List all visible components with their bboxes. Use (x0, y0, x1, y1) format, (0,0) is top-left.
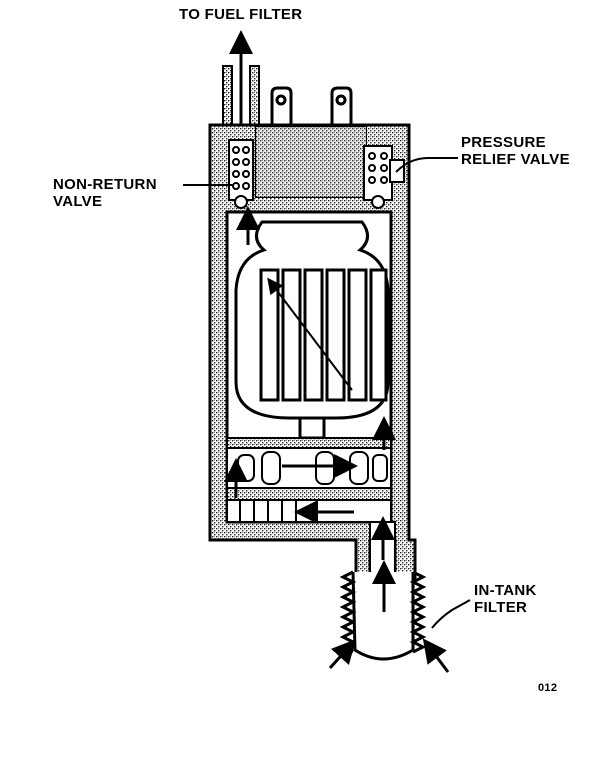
pressure-relief-valve (363, 145, 405, 209)
electrical-terminals (270, 86, 353, 124)
non-return-valve-label-line1: NON-RETURN (53, 176, 157, 193)
in-tank-filter-label-line1: IN-TANK (474, 582, 537, 599)
motor-base-plate (226, 437, 392, 449)
in-tank-filter (328, 560, 450, 673)
pressure-relief-valve-label-line1: PRESSURE (461, 134, 546, 151)
non-return-valve (228, 139, 254, 209)
figure-number: 012 (538, 682, 558, 694)
non-return-valve-label: NON-RETURN VALVE (53, 176, 157, 210)
to-fuel-filter-label: TO FUEL FILTER (179, 6, 303, 23)
in-tank-filter-label: IN-TANK FILTER (474, 582, 537, 616)
in-tank-filter-label-line2: FILTER (474, 599, 528, 616)
internal-flow-arrows (224, 206, 396, 498)
motor-flow-arrow (267, 277, 353, 391)
leader-lines (183, 157, 471, 629)
pressure-relief-valve-label: PRESSURE RELIEF VALVE (461, 134, 570, 168)
armature-bars (259, 268, 388, 402)
non-return-valve-label-line2: VALVE (53, 193, 103, 210)
roller-pump (226, 447, 392, 524)
pressure-relief-valve-label-line2: RELIEF VALVE (461, 151, 570, 168)
